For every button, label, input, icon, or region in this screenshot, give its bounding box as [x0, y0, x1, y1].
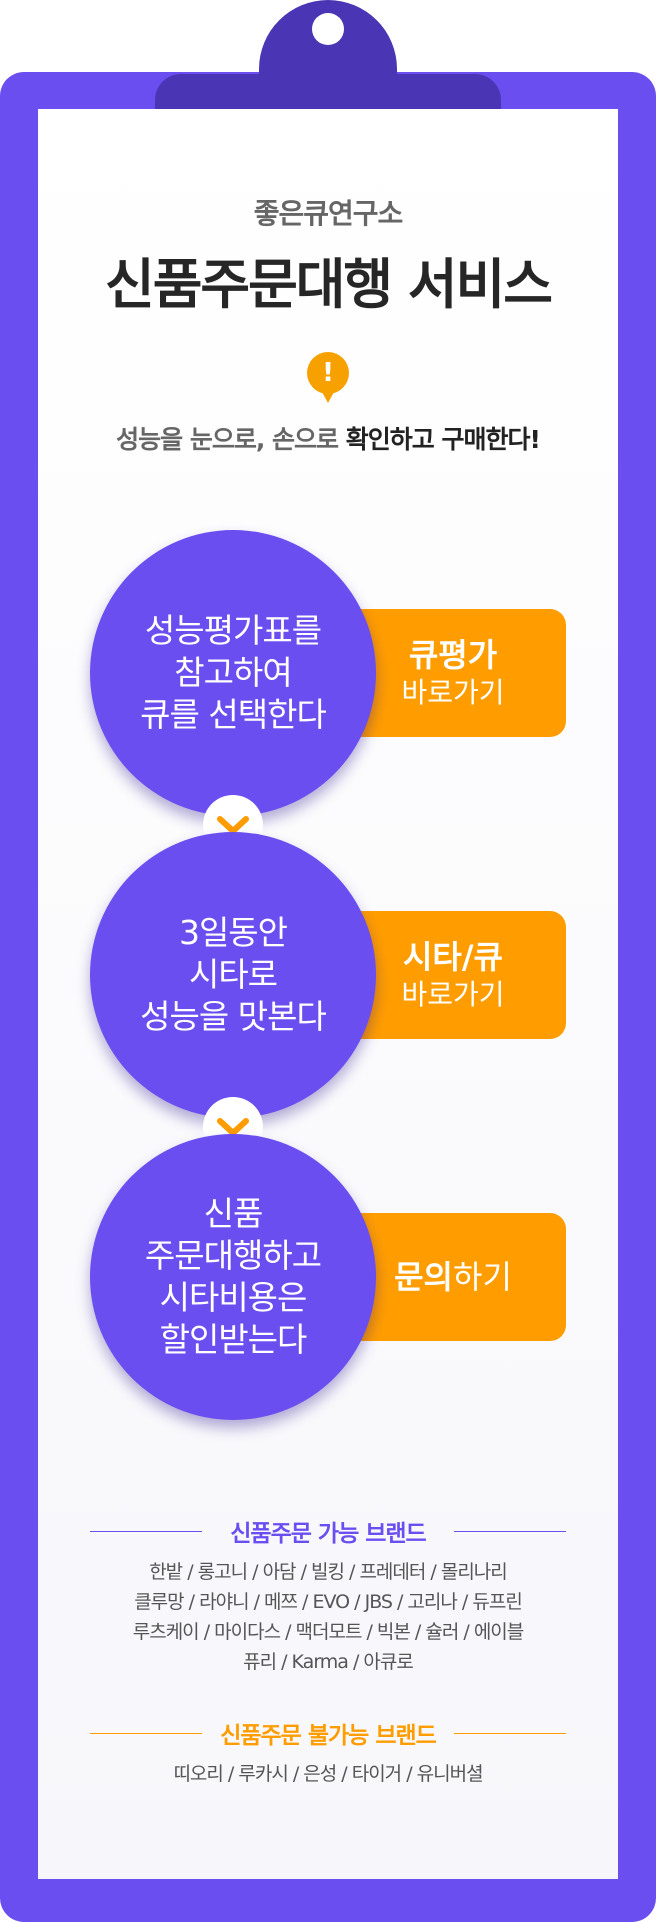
inquiry-button[interactable]: 문의하기: [340, 1213, 566, 1341]
available-brands-list: 한밭 / 롱고니 / 아담 / 빌킹 / 프레데터 / 몰리나리 클루망 / 라…: [90, 1557, 566, 1677]
brand-line: 띠오리 / 루카시 / 은성 / 타이거 / 유니버셜: [173, 1763, 483, 1785]
unavailable-brands-list: 띠오리 / 루카시 / 은성 / 타이거 / 유니버셜: [90, 1759, 566, 1789]
brand-line: 한밭 / 롱고니 / 아담 / 빌킹 / 프레데터 / 몰리나리: [149, 1561, 508, 1583]
divider: [454, 1531, 566, 1532]
divider: [90, 1531, 202, 1532]
step-3-line: 할인받는다: [159, 1320, 308, 1359]
tagline: 성능을 눈으로, 손으로 확인하고 구매한다!: [38, 420, 618, 456]
cue-evaluation-label: 큐평가: [408, 636, 498, 674]
cue-evaluation-button[interactable]: 큐평가 바로가기: [340, 609, 566, 737]
brand-line: 퓨리 / Karma / 아큐로: [243, 1651, 414, 1673]
trial-cue-sublabel: 바로가기: [401, 978, 505, 1011]
step-2-line: 3일동안: [178, 913, 288, 952]
trial-cue-button[interactable]: 시타/큐 바로가기: [340, 911, 566, 1039]
tagline-light: 성능을 눈으로, 손으로: [116, 425, 346, 454]
cue-evaluation-sublabel: 바로가기: [401, 676, 505, 709]
page-title: 신품주문대행 서비스: [105, 253, 553, 316]
unavailable-brands-heading: 신품주문 불가능 브랜드: [90, 1716, 566, 1750]
step-circle-1: 성능평가표를 참고하여 큐를 선택한다: [90, 530, 376, 816]
brand-line: 루츠케이 / 마이다스 / 맥더모트 / 빅본 / 슐러 / 에이블: [132, 1621, 525, 1643]
step-circle-2: 3일동안 시타로 성능을 맛본다: [90, 832, 376, 1118]
divider: [454, 1733, 566, 1734]
step-1-line: 큐를 선택한다: [140, 695, 327, 734]
step-circle-3: 신품 주문대행하고 시타비용은 할인받는다: [90, 1134, 376, 1420]
divider: [90, 1733, 202, 1734]
step-3-line: 주문대행하고: [144, 1236, 322, 1275]
clip-hole: [312, 13, 344, 45]
step-1-line: 성능평가표를: [144, 611, 322, 650]
step-2-line: 성능을 맛본다: [140, 997, 327, 1036]
trial-cue-label: 시타/큐: [402, 938, 503, 976]
unavailable-brands-title: 신품주문 불가능 브랜드: [220, 1723, 437, 1749]
exclamation-icon: !: [307, 352, 349, 403]
available-brands-heading: 신품주문 가능 브랜드: [90, 1514, 566, 1548]
available-brands-title: 신품주문 가능 브랜드: [230, 1521, 426, 1547]
brand-subtitle: 좋은큐연구소: [253, 197, 404, 230]
inquiry-label: 문의하기: [394, 1257, 512, 1297]
tagline-bold: 확인하고 구매한다!: [345, 425, 541, 454]
inquiry-label-light: 하기: [453, 1258, 512, 1296]
step-3-line: 시타비용은: [159, 1278, 308, 1317]
brand-line: 클루망 / 라야니 / 메쯔 / EVO / JBS / 고리나 / 듀프린: [134, 1591, 523, 1613]
step-3-line: 신품: [203, 1194, 264, 1233]
inquiry-label-strong: 문의: [394, 1258, 453, 1296]
step-2-line: 시타로: [188, 955, 278, 994]
step-1-line: 참고하여: [174, 653, 292, 692]
